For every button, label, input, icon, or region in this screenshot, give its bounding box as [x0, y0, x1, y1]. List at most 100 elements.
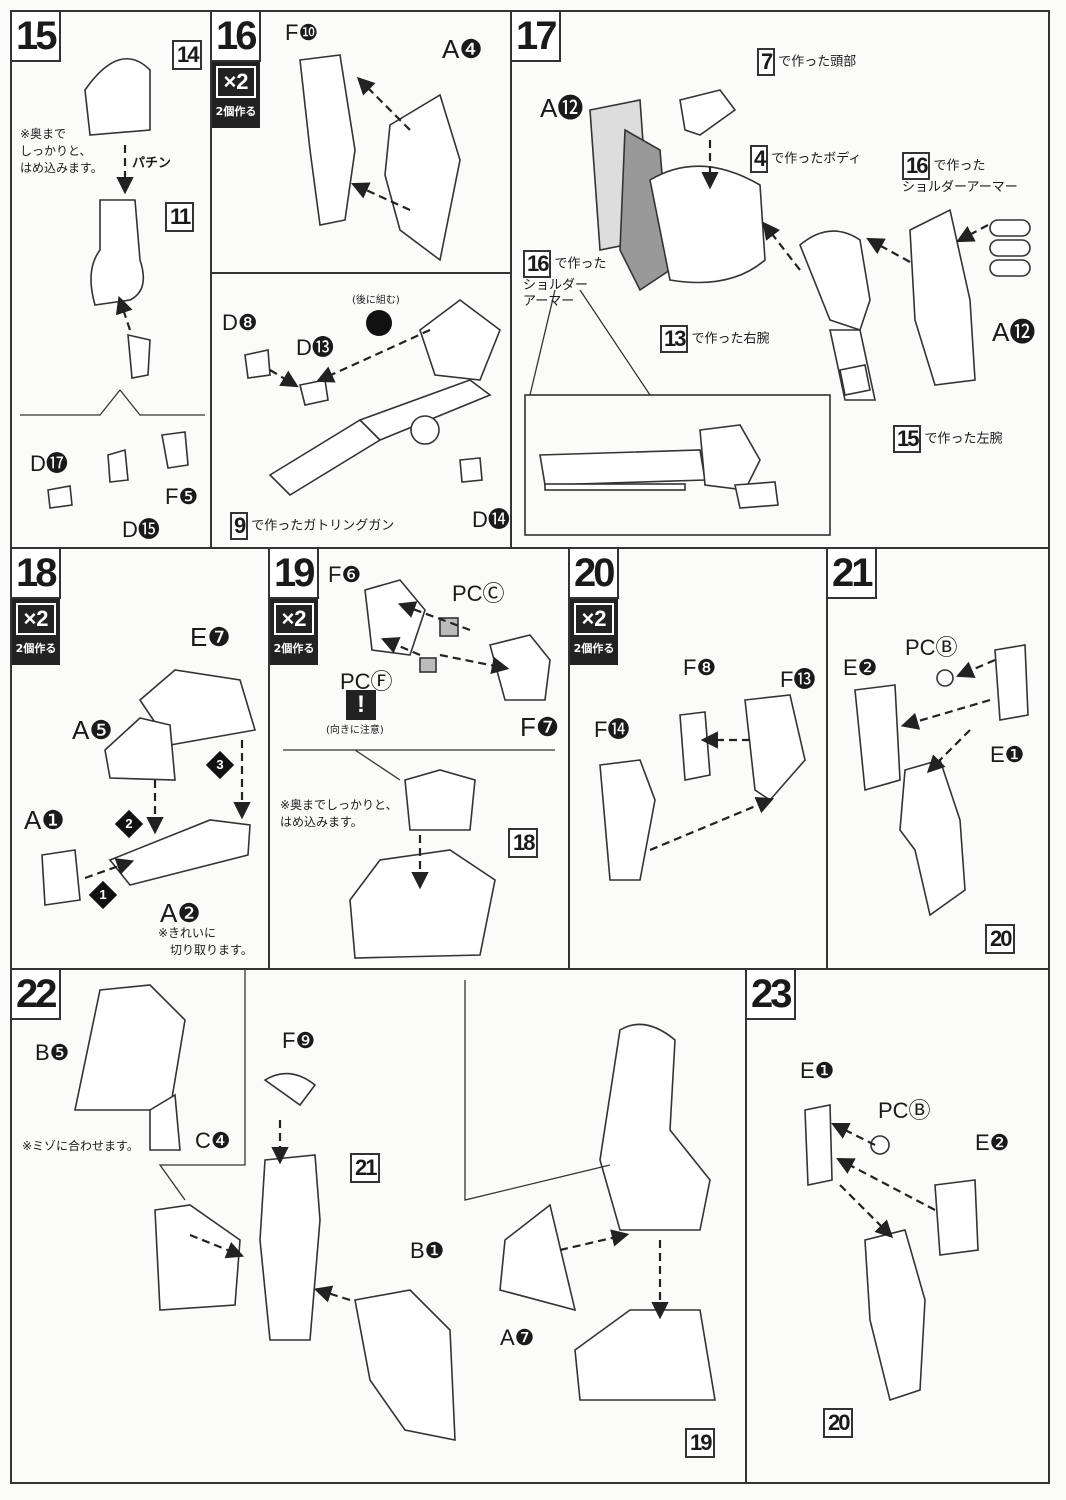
part-label: PCⒷ	[878, 1098, 931, 1123]
groove-note: ※ミゾに合わせます。	[22, 1139, 139, 1153]
part-label: E❷	[843, 655, 878, 680]
part-14-shoulder	[84, 58, 151, 136]
order-marker: 2	[114, 809, 144, 839]
ref-text: で作った頭部	[778, 54, 857, 70]
part-label: A❺	[72, 715, 113, 745]
part-label: E❶	[990, 742, 1025, 767]
x2-note: 2個作る	[15, 642, 57, 655]
ref-step-20: 20	[823, 1408, 854, 1438]
ref-step-19: 19	[685, 1428, 716, 1458]
part-label: D⓭	[296, 335, 334, 360]
part-label: D⓱	[30, 451, 68, 476]
step-20: 20 ×2 2個作る	[568, 547, 828, 970]
x2-note: 2個作る	[273, 642, 315, 655]
ref-number: 16	[523, 250, 552, 278]
order-number: 1	[99, 887, 107, 902]
ref-number: 13	[660, 325, 689, 353]
part-label: D⓯	[122, 517, 160, 542]
part-label: PCⒷ	[905, 635, 958, 660]
order-marker: 3	[205, 750, 235, 780]
part-label: F❽	[683, 655, 717, 680]
part-label: A❹	[442, 34, 483, 64]
part-label: F❺	[165, 484, 199, 509]
ref-number: 4	[750, 145, 769, 173]
step-number: 19	[270, 549, 319, 599]
make-two-badge: ×2 2個作る	[270, 599, 318, 665]
step-number: 22	[12, 970, 61, 1020]
cut-note: ※きれいに 切り取ります。	[158, 926, 253, 957]
assembly-arrows	[84, 76, 996, 1320]
part-label: F⓮	[594, 717, 630, 742]
part-label: A⓬	[540, 93, 584, 123]
part-label: B❺	[35, 1040, 70, 1065]
press-note: ※奥まで しっかりと、 はめ込みます。	[20, 127, 103, 175]
ref-step-20: 20	[985, 924, 1016, 954]
poly-cap-icon	[366, 310, 392, 336]
make-two-badge: ×2 2個作る	[212, 62, 260, 128]
part-label: B❶	[410, 1238, 445, 1263]
ref-number: 16	[902, 152, 931, 180]
part-label: A❼	[500, 1325, 535, 1350]
make-two-badge: ×2 2個作る	[570, 599, 618, 665]
part-label: PCⒻ	[340, 669, 393, 694]
make-two-badge: ×2 2個作る	[12, 599, 60, 665]
order-marker: 1	[88, 880, 118, 910]
part-label: C❹	[195, 1128, 231, 1153]
order-number: 2	[125, 816, 133, 831]
step-number: 23	[747, 970, 796, 1020]
step-19: 19 ×2 2個作る	[268, 547, 570, 970]
part-shoulder-armor	[909, 208, 976, 386]
step-number: 15	[12, 12, 61, 62]
ref-text: で作ったボディ	[771, 151, 862, 167]
ref-step-14: 14	[172, 40, 203, 70]
part-label: A❶	[24, 805, 65, 835]
part-label: A⓬	[992, 317, 1036, 347]
part-label: PCⒸ	[452, 581, 505, 606]
ref-text: で作った右腕	[691, 331, 770, 347]
ref-step-11: 11	[165, 202, 195, 232]
step-18: 18 ×2 2個作る	[10, 547, 270, 970]
ref-number: 9	[230, 512, 249, 540]
ref-step-18: 18	[508, 828, 539, 858]
x2-label: ×2	[574, 603, 614, 635]
step-17: 17	[510, 10, 1050, 549]
step-number: 18	[12, 549, 61, 599]
ref-step-21: 21	[350, 1153, 381, 1183]
x2-label: ×2	[274, 603, 314, 635]
part-label: F❿	[285, 20, 319, 45]
ref-text: で作った ショルダー アーマー	[523, 256, 607, 310]
step-23: 23	[745, 968, 1050, 1484]
part-label: D⓮	[472, 507, 510, 532]
part-label: F❾	[282, 1028, 316, 1053]
x2-label: ×2	[16, 603, 56, 635]
x2-note: 2個作る	[573, 642, 615, 655]
x2-label: ×2	[216, 66, 256, 98]
step-number: 16	[212, 12, 261, 62]
step-number: 21	[828, 549, 877, 599]
part-A4	[384, 93, 461, 262]
ref-text: で作った左腕	[924, 431, 1003, 447]
step-22: 22	[10, 968, 747, 1484]
ref-text: で作ったガトリングガン	[251, 518, 395, 534]
sound-effect: パチン	[132, 156, 172, 171]
caution-note: (向きに注意)	[326, 725, 384, 736]
part-label: F⓭	[780, 667, 816, 692]
step-number: 17	[512, 12, 561, 62]
part-F10	[299, 54, 356, 226]
ref-text: で作った ショルダーアーマー	[902, 158, 1018, 196]
part-label: A❷	[160, 898, 201, 928]
part-label: D❽	[222, 310, 258, 335]
x2-note: 2個作る	[215, 105, 257, 118]
step-number: 20	[570, 549, 619, 599]
ref-number: 7	[757, 48, 776, 76]
order-number: 3	[216, 757, 224, 772]
part-label: E❼	[190, 622, 231, 652]
